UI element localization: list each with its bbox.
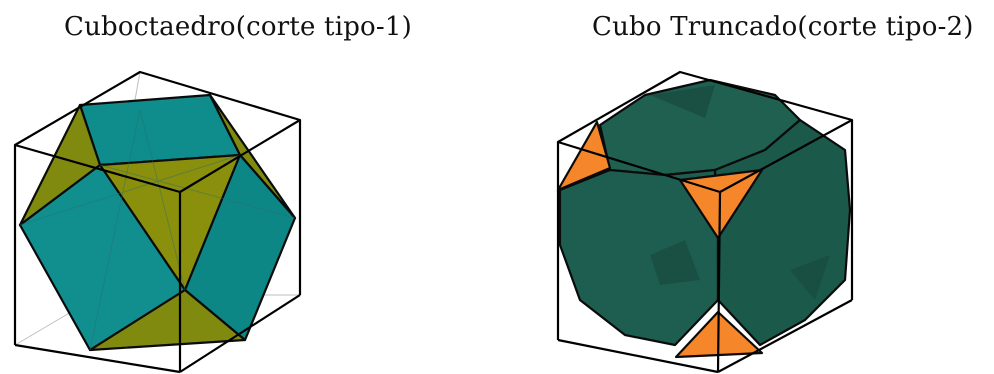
- triangle-face-bottom: [88, 288, 247, 352]
- triangle-face-top-left: [556, 120, 612, 192]
- truncated-cube-bounding-cube: [556, 70, 854, 374]
- cuboctahedron-bounding-cube: [13, 70, 302, 374]
- cuboctahedron-faces: [18, 93, 297, 352]
- cuboctahedron-title: Cuboctaedro(corte tipo-1): [64, 12, 412, 42]
- truncated-cube-drawing: [556, 70, 854, 374]
- cuboctahedron-inner-lines: [19, 109, 296, 351]
- truncated-cube-figure: Cubo Truncado(corte tipo-2): [500, 0, 994, 374]
- truncated-cube-depth-shading: [650, 85, 830, 300]
- cuboctahedron-drawing: [13, 70, 302, 374]
- truncated-cube-title: Cubo Truncado(corte tipo-2): [592, 12, 974, 42]
- cuboctahedron-figure: Cuboctaedro(corte tipo-1): [13, 12, 412, 374]
